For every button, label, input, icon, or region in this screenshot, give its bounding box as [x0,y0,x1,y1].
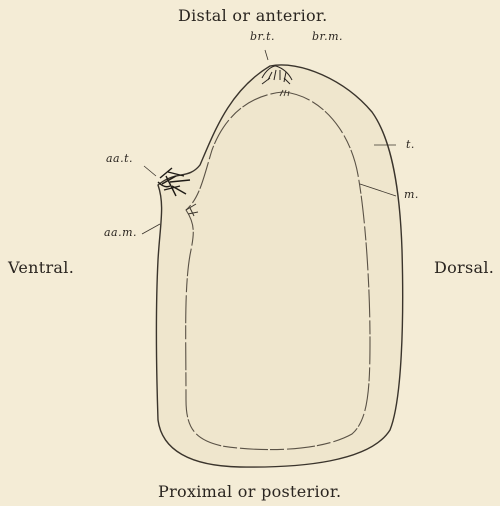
label-proximal: Proximal or posterior. [158,482,341,501]
leader-aa-t [144,166,156,176]
label-dorsal: Dorsal. [434,258,494,277]
label-distal: Distal or anterior. [178,6,328,25]
label-br-t: br.t. [250,30,275,43]
label-ventral: Ventral. [8,258,74,277]
label-br-m: br.m. [312,30,343,43]
label-aa-m: aa.m. [104,226,137,239]
label-aa-t: aa.t. [106,152,133,165]
label-t: t. [406,138,415,151]
leader-br-t [265,50,268,60]
label-m: m. [404,188,419,201]
leader-aa-m [142,224,160,234]
